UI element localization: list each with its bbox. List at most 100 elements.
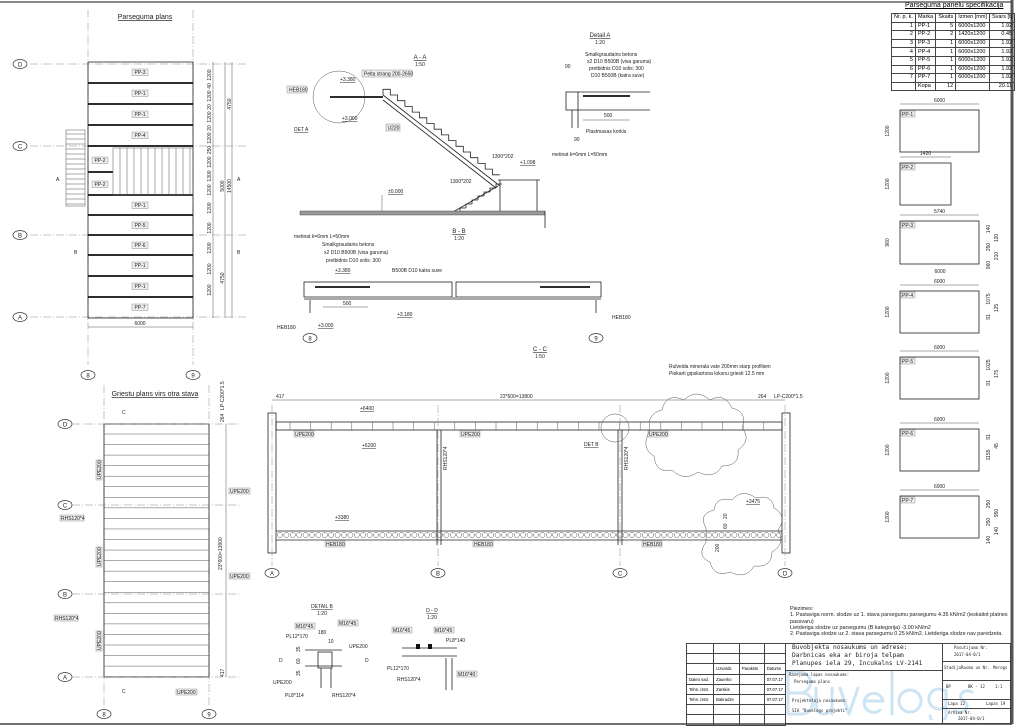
- section-d-d: D - D 1:20 M16*45 M16*45 PL8*140 PL12*17…: [387, 608, 478, 690]
- hollow-core: [315, 532, 322, 538]
- panel-mark: PP-3: [902, 223, 913, 229]
- panel-outline: [899, 162, 952, 206]
- role: Daleo vad.: [685, 673, 715, 685]
- tb-divider: [942, 661, 1010, 662]
- spec-cell: 1: [891, 21, 916, 32]
- title-block-cell: [713, 653, 740, 665]
- section-mark-b-left: B: [74, 250, 78, 256]
- hollow-core: [469, 532, 475, 538]
- hollow-core: [654, 532, 661, 538]
- watermark-letter: [838, 686, 860, 716]
- panel-tag: [131, 201, 149, 209]
- spec-cell: 6000x1200: [955, 21, 990, 32]
- spec-cell: 1.92: [988, 73, 1016, 83]
- axis-B: B: [18, 234, 22, 240]
- hollow-core: [584, 532, 591, 538]
- spec-cell: PP-7: [914, 73, 937, 83]
- plan-dims: 1200401200201200201200250120013001200120…: [207, 69, 213, 295]
- bb-axis-8: 8: [308, 337, 312, 343]
- hollow-core: [424, 532, 431, 538]
- hollow-core: [590, 532, 597, 538]
- panel-outline: [899, 356, 980, 400]
- stage-label: Stadija: [944, 665, 961, 670]
- title-block-cell: [738, 704, 765, 716]
- spec-cell: 1: [935, 38, 957, 49]
- cc-level-6400: +6400: [360, 406, 374, 412]
- hollow-core: [475, 532, 482, 538]
- title-block-cell: [763, 714, 787, 726]
- designer: SIA "Buvelogs projekti": [792, 708, 848, 713]
- cc-hollow-core-slab: [276, 530, 783, 538]
- hollow-core: [750, 532, 757, 538]
- ceil-upe-left: UPE200: [97, 547, 103, 566]
- spec-cell: 1: [935, 47, 957, 57]
- hollow-core: [769, 532, 776, 538]
- ceil-section-mark-bottom: C: [122, 689, 126, 695]
- detb-section-mark-right: D: [365, 658, 369, 664]
- panel-outline: [899, 220, 980, 265]
- hollow-core: [558, 532, 565, 538]
- role: Tehn. izstr.: [685, 693, 715, 706]
- ceil-rhs: RHS120*4: [55, 616, 79, 622]
- bb-heb-left: HEB180: [277, 325, 296, 331]
- axis-9: 9: [191, 374, 195, 380]
- spec-cell: 1.92: [988, 55, 1016, 66]
- row-dim: 20: [207, 125, 213, 131]
- object-address: Planupes iela 29, Incukalns LV-2141: [792, 660, 923, 667]
- watermark-letter: [897, 688, 923, 714]
- drawing-no: BK - 12: [968, 684, 985, 689]
- hollow-core: [321, 532, 328, 538]
- panel-tag: [131, 131, 149, 139]
- panel-tag: [131, 261, 149, 269]
- detb-dim: 35: [296, 646, 302, 652]
- panel-top-dim: 6000: [934, 279, 945, 285]
- ceil-dim-264: 264: [220, 413, 226, 422]
- detail-b-scale: 1:20: [317, 611, 327, 617]
- detb-label: M16*45: [339, 621, 356, 627]
- panel-bottom-dim: 6000: [934, 269, 945, 275]
- section-cc-title: C - C: [533, 347, 548, 353]
- date: 07.07.17: [763, 693, 787, 706]
- hollow-core: [360, 532, 367, 538]
- spec-cell: 6000x1200: [955, 55, 990, 66]
- tb-divider: [786, 670, 942, 671]
- hollow-core: [501, 532, 507, 538]
- panel-extra-dim: 140: [986, 225, 992, 234]
- hollow-core: [462, 532, 469, 538]
- panel-label: PP-1: [134, 263, 145, 269]
- total-weight: 20.11: [988, 81, 1016, 92]
- note-line: 1. Pastaviga norm. slodze uz 1. stava pa…: [790, 612, 1008, 625]
- spec-cell: PP-2: [914, 30, 937, 40]
- hollow-core: [641, 532, 648, 538]
- row-dim: 250: [207, 146, 213, 155]
- stage: BP: [946, 684, 951, 689]
- axis-bubble: [430, 568, 446, 578]
- section-mark-a-left: A: [56, 177, 60, 183]
- dim-4750-top: 4750: [227, 98, 233, 109]
- watermark-letter: [953, 689, 974, 714]
- spec-cell: 1: [935, 55, 957, 66]
- cc-joists: [289, 422, 765, 430]
- panel-extra-dim: 140: [986, 536, 992, 545]
- tb-divider: [942, 699, 1010, 700]
- title-block-cell: [685, 663, 715, 675]
- cc-upe-2: UPE200: [461, 432, 480, 438]
- hollow-core: [488, 532, 495, 538]
- panel-tag: [91, 156, 109, 164]
- spec-cell: 3: [891, 38, 916, 49]
- bb-heb-right: HEB180: [612, 315, 631, 321]
- row-dim: 1200: [207, 222, 213, 233]
- axis-C: C: [18, 145, 23, 151]
- panel-mark: PP-4: [902, 293, 913, 299]
- spec-cell: 0.45: [988, 30, 1016, 40]
- hollow-core: [737, 532, 744, 538]
- panel-left-dim: 1200: [885, 444, 891, 455]
- level-1098: +1.098: [520, 160, 536, 166]
- rebar-label: B500B D10 katra suve: [392, 268, 442, 274]
- panel-extra-dim: 1155: [986, 449, 992, 460]
- object-name: Darbnicas eka ar biroja telpam: [792, 652, 904, 659]
- total-label: Kopa: [914, 81, 937, 92]
- cc-level-3475: +3475: [746, 499, 760, 505]
